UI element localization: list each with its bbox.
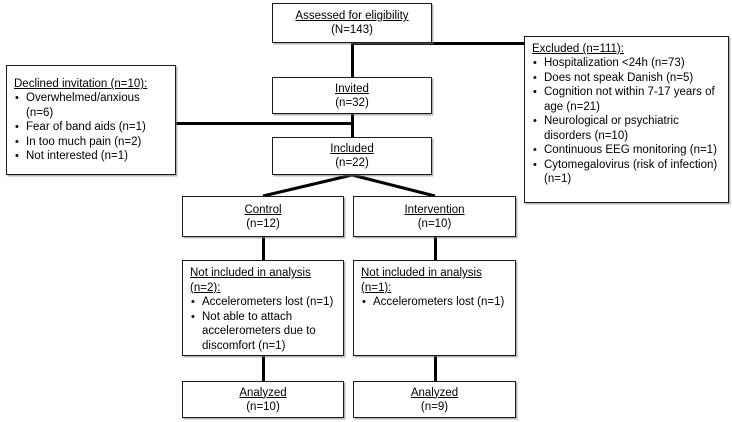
node-intervention: Intervention (n=10) [353,196,516,237]
node-control-analyzed-title: Analyzed [239,386,287,399]
node-intervention-not-included-title: Not included in analysis (n=1): [361,267,482,294]
list-item: Overwhelmed/anxious (n=6) [14,91,169,120]
node-included-count: (n=22) [335,157,369,169]
list-item: Continuous EEG monitoring (n=1) [532,143,722,158]
list-item: Accelerometers lost (n=1) [361,295,509,310]
node-excluded-list: Hospitalization <24h (n=73) Does not spe… [532,56,722,187]
node-intervention-count: (n=10) [417,217,452,230]
list-item: Not able to attach accelerometers due to… [190,310,337,354]
connector-invited-to-declined [176,122,354,125]
node-excluded-title: Excluded (n=111): [532,43,624,55]
node-assessed-count: (N=143) [331,24,373,36]
node-intervention-not-included-list: Accelerometers lost (n=1) [361,295,509,310]
node-control-count: (n=12) [246,217,280,230]
connector-assessed-to-excluded [351,42,525,45]
connector-invited-to-included [351,113,354,143]
node-control-not-included: Not included in analysis (n=2): Accelero… [182,260,344,356]
node-invited-title: Invited [335,82,369,95]
list-item: Fear of band aids (n=1) [14,120,169,135]
connector-intervention-not-included-to-analyzed [434,355,437,383]
node-invited: Invited (n=32) [272,77,432,114]
list-item: Neurological or psychiatric disorders (n… [532,114,722,143]
list-item: Not interested (n=1) [14,149,169,164]
node-excluded: Excluded (n=111): Hospitalization <24h (… [524,36,729,203]
node-control-not-included-title: Not included in analysis (n=2): [190,267,311,294]
node-control-not-included-list: Accelerometers lost (n=1) Not able to at… [190,295,337,353]
node-assessed-for-eligibility: Assessed for eligibility (N=143) [272,3,432,43]
list-item: In too much pain (n=2) [14,135,169,150]
node-declined-invitation: Declined invitation (n=10): Overwhelmed/… [6,65,176,175]
node-assessed-title: Assessed for eligibility [295,10,409,22]
node-included-title: Included [330,143,374,155]
node-intervention-analyzed-title: Analyzed [410,386,459,399]
list-item: Accelerometers lost (n=1) [190,295,337,310]
node-control-title: Control [244,203,282,216]
node-intervention-analyzed: Analyzed (n=9) [353,381,516,418]
connector-intervention-to-not-included [434,237,437,261]
node-control-analyzed-count: (n=10) [246,400,280,413]
connector-assessed-to-invited [351,41,354,80]
node-declined-list: Overwhelmed/anxious (n=6) Fear of band a… [14,91,169,164]
node-invited-count: (n=32) [335,96,369,109]
node-intervention-not-included: Not included in analysis (n=1): Accelero… [353,260,516,356]
node-declined-title: Declined invitation (n=10): [14,78,148,91]
node-control: Control (n=12) [182,196,344,237]
connector-control-to-not-included [262,237,265,261]
node-intervention-title: Intervention [404,203,465,216]
list-item: Hospitalization <24h (n=73) [532,56,722,71]
connector-control-not-included-to-analyzed [262,355,265,383]
node-intervention-analyzed-count: (n=9) [420,400,449,413]
node-control-analyzed: Analyzed (n=10) [182,381,344,418]
list-item: Cytomegalovirus (risk of infection) (n=1… [532,158,722,187]
list-item: Does not speak Danish (n=5) [532,71,722,86]
list-item: Cognition not within 7-17 years of age (… [532,85,722,114]
node-included: Included (n=22) [272,137,432,175]
